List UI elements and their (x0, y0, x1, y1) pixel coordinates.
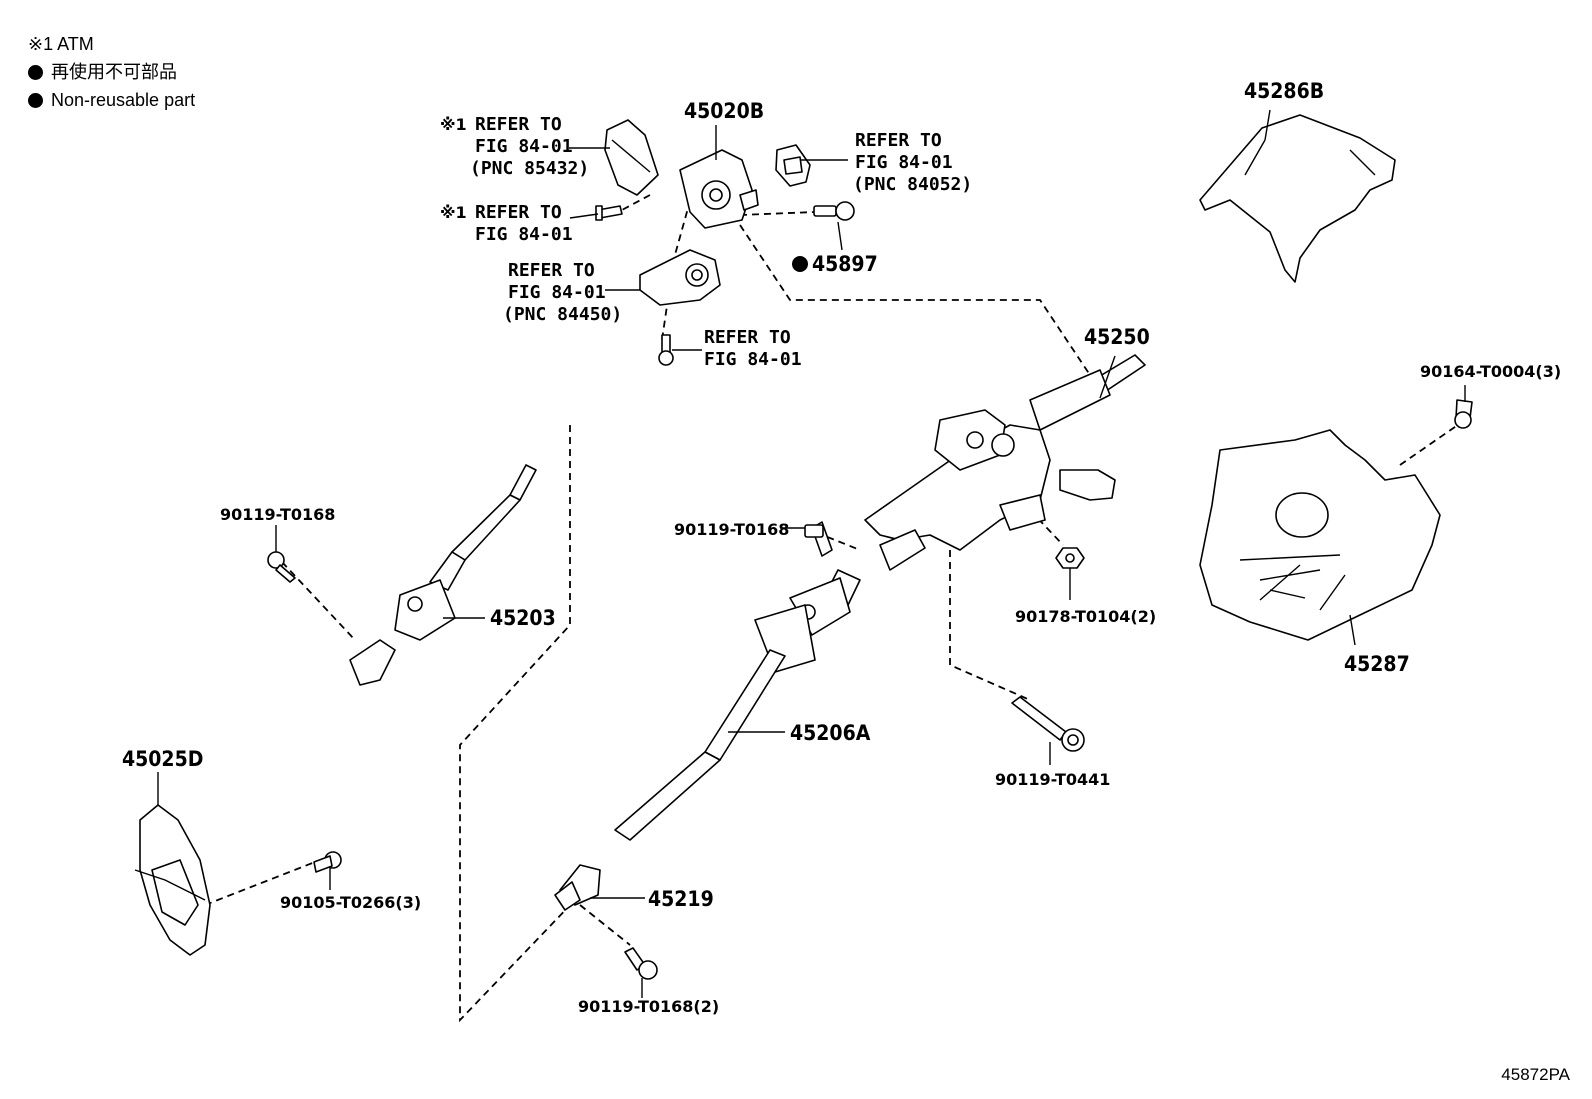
label-45286B: 45286B (1244, 79, 1324, 103)
lock-housing-45020B-part (679, 149, 759, 229)
screw-part (595, 205, 623, 221)
screw-90164-part (1454, 399, 1473, 429)
steering-column-45250-part (864, 354, 1146, 571)
legend-non-reusable-jp: 再使用不可部品 (51, 62, 177, 82)
ref4-line1: REFER TO (508, 260, 595, 281)
non-reusable-dot-icon (792, 256, 808, 272)
ref3-line3: (PNC 84052) (853, 174, 972, 195)
label-45203: 45203 (490, 606, 556, 630)
label-90119-T0168-2: 90119-T0168(2) (578, 997, 719, 1016)
bolt-90119-left-part (267, 551, 296, 583)
legend-atm-row: ※1 ATM (28, 30, 195, 58)
legend-atm-note: ※1 ATM (28, 34, 94, 54)
ref3-line2: FIG 84-01 (855, 152, 953, 173)
ref5-line1: REFER TO (704, 327, 791, 348)
ref5-line2: FIG 84-01 (704, 349, 802, 370)
leader-lines (157, 109, 1466, 998)
ref1-atm-mark: ※1 (440, 115, 467, 134)
dashed-guide-lines (204, 164, 1466, 1023)
ref4-line2: FIG 84-01 (508, 282, 606, 303)
figure-code: 45872PA (1501, 1065, 1570, 1084)
ref1-line1: REFER TO (475, 114, 562, 135)
label-90119-T0168-left: 90119-T0168 (220, 505, 335, 524)
legend-non-reusable-en: Non-reusable part (51, 90, 196, 110)
label-45020B: 45020B (684, 99, 764, 123)
transponder-84450-part (639, 249, 721, 306)
lower-shaft-45206A-part (614, 569, 861, 841)
legend-non-reusable-jp-row: 再使用不可部品 (28, 58, 195, 86)
label-90119-T0168-middle: 90119-T0168 (674, 520, 789, 539)
non-reusable-dot-icon (28, 92, 43, 108)
label-90178-T0104: 90178-T0104(2) (1015, 607, 1156, 626)
ref4-line3: (PNC 84450) (503, 304, 622, 325)
non-reusable-dot-icon (28, 64, 43, 80)
label-45250: 45250 (1084, 325, 1150, 349)
refer-to-labels: ※1 REFER TO FIG 84-01 (PNC 85432) ※1 REF… (440, 114, 972, 370)
ref2-line1: REFER TO (475, 202, 562, 223)
ref2-atm-mark: ※1 (440, 203, 467, 222)
ref3-line1: REFER TO (855, 130, 942, 151)
bolt-90105-part (313, 851, 342, 873)
sensor-85432-part (604, 119, 659, 196)
bolt-45897-part (813, 201, 855, 221)
bolt-90119-T0168-2-part (624, 947, 658, 980)
upper-cover-45286B-part (1199, 114, 1396, 283)
nut-90178-part (1055, 547, 1085, 569)
label-45219: 45219 (648, 887, 714, 911)
label-45206A: 45206A (790, 721, 871, 745)
bolt-90119-middle-part (804, 521, 833, 557)
intermediate-shaft-45203-part (349, 464, 537, 686)
ref1-line2: FIG 84-01 (475, 136, 573, 157)
part-number-labels: 45020B 45286B 45897 45250 90164-T0004(3)… (122, 79, 1561, 1016)
boot-seal-45025D-part (134, 804, 211, 956)
legend-non-reusable-en-row: Non-reusable part (28, 86, 195, 114)
label-90164-T0004: 90164-T0004(3) (1420, 362, 1561, 381)
label-45025D: 45025D (122, 747, 203, 771)
screw-lower-part (658, 334, 674, 366)
legend: ※1 ATM 再使用不可部品 Non-reusable part (28, 30, 195, 114)
clamp-45219-part (554, 864, 601, 911)
label-45287: 45287 (1344, 652, 1410, 676)
label-90105-T0266: 90105-T0266(3) (280, 893, 421, 912)
label-45897: 45897 (812, 252, 878, 276)
label-90119-T0441: 90119-T0441 (995, 770, 1110, 789)
ref2-line2: FIG 84-01 (475, 224, 573, 245)
lower-cover-45287-part (1199, 429, 1441, 641)
key-interlock-84052-part (775, 144, 811, 187)
ref1-line3: (PNC 85432) (470, 158, 589, 179)
bolt-90119-T0441-part (1011, 696, 1085, 752)
